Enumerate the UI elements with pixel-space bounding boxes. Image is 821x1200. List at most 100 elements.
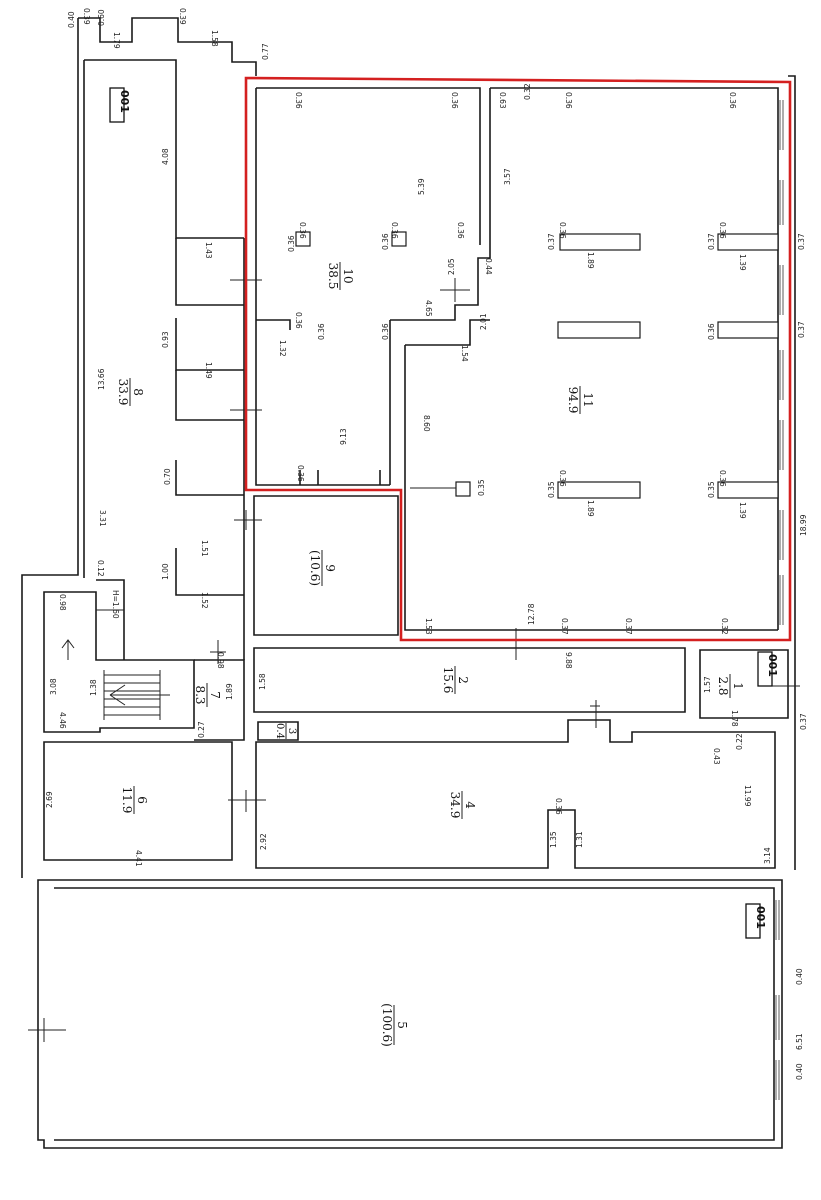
dim: 1.31 [575, 831, 584, 848]
dim: 0.36 [381, 323, 390, 340]
dim: 0.36 [381, 233, 390, 250]
room-label-5: 5 (100.6) [380, 1003, 409, 1047]
marker-001-top: 001 [109, 87, 131, 123]
dim: 0.36 [564, 92, 573, 109]
dim: 0.63 [498, 92, 507, 109]
dim: 0.39 [178, 8, 187, 25]
dim: 1.43 [204, 242, 213, 259]
svg-text:001: 001 [118, 90, 131, 113]
svg-text:001: 001 [766, 654, 779, 677]
room-label-10: 10 38.5 [326, 262, 355, 290]
dim: 0.22 [735, 733, 744, 750]
svg-text:8.3: 8.3 [193, 685, 207, 704]
dim: 0.37 [707, 233, 716, 250]
dim: 0.40 [795, 968, 804, 985]
dim: 1.58 [258, 673, 267, 690]
svg-text:6: 6 [135, 796, 149, 804]
svg-text:H=1.60: H=1.60 [111, 590, 120, 619]
highlight-outline [244, 76, 792, 642]
dim: 11.99 [743, 785, 752, 807]
level-note: H=1.60 [111, 590, 120, 619]
dim: 5.39 [417, 178, 426, 195]
svg-text:4: 4 [463, 801, 477, 809]
dim: 4.65 [424, 300, 433, 317]
dimension-labels: 0.40 0.39 0.60 1.79 0.39 1.58 0.77 4.08 … [45, 8, 808, 1080]
dim: 0.37 [797, 321, 806, 338]
dim: 1.58 [210, 30, 219, 47]
svg-text:5: 5 [395, 1021, 409, 1029]
svg-text:001: 001 [754, 906, 767, 929]
dim: 0.36 [294, 312, 303, 329]
dim: 3.14 [763, 847, 772, 864]
dim: 0.36 [450, 92, 459, 109]
dim: 0.35 [477, 479, 486, 496]
dim: 1.35 [549, 831, 558, 848]
dim: 0.27 [197, 721, 206, 738]
svg-text:3: 3 [286, 728, 297, 734]
dim: 0.40 [67, 11, 76, 28]
dim: 4.41 [134, 850, 143, 867]
dim: 1.89 [225, 683, 234, 700]
dim: 1.89 [586, 500, 595, 517]
dim: 2.05 [447, 258, 456, 275]
dim: 0.70 [163, 468, 172, 485]
svg-text:34.9: 34.9 [448, 792, 462, 819]
dim: 0.12 [96, 560, 105, 577]
dim: 4.08 [161, 148, 170, 165]
dim: 1.53 [424, 618, 433, 635]
dim: 1.54 [460, 345, 469, 362]
svg-text:15.6: 15.6 [441, 667, 455, 694]
dim: 3.31 [98, 510, 107, 527]
dim: 0.37 [560, 618, 569, 635]
dim: 0.36 [554, 798, 563, 815]
room-label-6: 6 11.9 [120, 786, 149, 814]
room-label-3: 3 0.4 [274, 723, 297, 739]
room-label-9: 9 (10.6) [308, 550, 337, 586]
dim: 1.38 [89, 679, 98, 696]
dim: 1.00 [161, 563, 170, 580]
marker-001-right: 001 [745, 903, 767, 939]
windows [775, 100, 784, 1100]
dim: 0.36 [287, 235, 296, 252]
dim: 0.40 [795, 1063, 804, 1080]
svg-text:11.9: 11.9 [120, 787, 134, 814]
svg-text:2.8: 2.8 [716, 676, 730, 695]
dim: 1.51 [200, 540, 209, 557]
dim: 0.37 [547, 233, 556, 250]
dim: 0.77 [261, 43, 270, 60]
dim: 0.93 [161, 331, 170, 348]
room-label-8: 8 33.9 [116, 378, 145, 406]
dim: 0.37 [799, 713, 808, 730]
dim: 0.37 [624, 618, 633, 635]
dim: 0.35 [547, 481, 556, 498]
dim: 0.35 [707, 481, 716, 498]
room-label-4: 4 34.9 [448, 791, 477, 819]
dim: 6.51 [795, 1033, 804, 1050]
columns [295, 231, 779, 499]
svg-text:1: 1 [731, 682, 745, 690]
dim: 0.36 [718, 222, 727, 239]
svg-text:8: 8 [131, 388, 145, 396]
svg-text:(10.6): (10.6) [308, 550, 322, 586]
dim: 1.78 [730, 710, 739, 727]
dim: 0.36 [294, 92, 303, 109]
dim: 0.39 [82, 8, 91, 25]
dim: 0.36 [298, 222, 307, 239]
dim: 0.36 [718, 470, 727, 487]
svg-text:33.9: 33.9 [116, 379, 130, 406]
room-label-11: 11 94.9 [566, 386, 595, 414]
marker-001-room1: 001 [757, 651, 779, 687]
room-label-7: 7 8.3 [193, 683, 222, 707]
dim: 2.01 [479, 313, 488, 330]
dim: 1.89 [586, 252, 595, 269]
dim: 0.32 [523, 83, 532, 100]
dim: 1.79 [112, 32, 121, 49]
dim: 18.99 [799, 514, 808, 536]
dim: 0.36 [558, 222, 567, 239]
dim: 3.08 [49, 678, 58, 695]
dim: 2.69 [45, 791, 54, 808]
dim: 1.39 [738, 502, 747, 519]
stair [61, 609, 170, 720]
dim: 9.13 [339, 428, 348, 445]
